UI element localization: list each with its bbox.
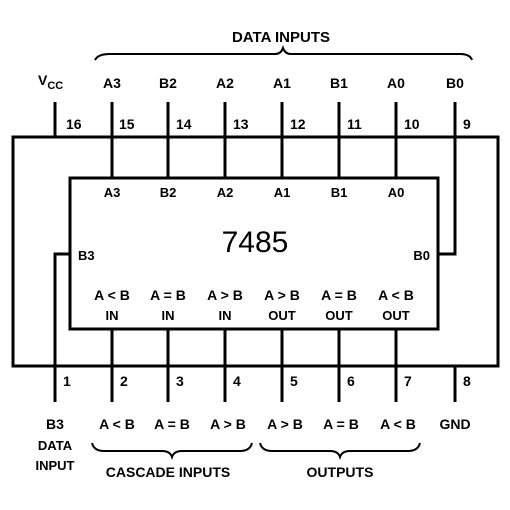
data-input-label-line1: DATA — [38, 438, 73, 453]
vcc-label: VCC — [38, 72, 63, 92]
bottom-label-agb-out: A > B — [267, 416, 303, 432]
chip-body — [68, 176, 440, 331]
pin-2-number: 2 — [120, 373, 128, 389]
bottom-label-aeb-out: A = B — [323, 416, 359, 432]
chip-label-dir-6: OUT — [382, 308, 410, 323]
cascade-inputs-label: CASCADE INPUTS — [106, 464, 230, 480]
chip-label-cmp-5: A = B — [321, 287, 357, 303]
chip-label-b1: B1 — [331, 185, 348, 200]
outputs-label: OUTPUTS — [307, 464, 374, 480]
chip-label-a0: A0 — [388, 185, 405, 200]
chip-label-cmp-1: A < B — [94, 287, 130, 303]
data-inputs-brace — [94, 44, 473, 61]
top-label-a3: A3 — [103, 75, 121, 91]
pin-13-number: 13 — [233, 116, 249, 132]
pin-6-number: 6 — [347, 373, 355, 389]
top-label-a1: A1 — [273, 75, 291, 91]
chip-label-cmp-4: A > B — [264, 287, 300, 303]
bottom-label-agb-in: A > B — [210, 416, 246, 432]
chip-label-a1: A1 — [274, 185, 291, 200]
pin-8-number: 8 — [463, 373, 471, 389]
part-number: 7485 — [222, 226, 289, 259]
pin-5-number: 5 — [290, 373, 298, 389]
chip-label-a2: A2 — [217, 185, 234, 200]
top-label-a0: A0 — [387, 75, 405, 91]
bottom-label-alb-out: A < B — [380, 416, 416, 432]
pin-1-number: 1 — [63, 373, 71, 389]
chip-label-dir-3: IN — [219, 308, 232, 323]
top-label-a2: A2 — [216, 75, 234, 91]
chip-label-b3: B3 — [78, 248, 95, 263]
chip-label-b2: B2 — [160, 185, 177, 200]
chip-label-dir-5: OUT — [325, 308, 353, 323]
pin-14-number: 14 — [176, 116, 192, 132]
cascade-inputs-brace — [91, 442, 253, 461]
pin-7-number: 7 — [404, 373, 412, 389]
top-label-b2: B2 — [159, 75, 177, 91]
package-outline — [11, 135, 500, 368]
data-inputs-title: DATA INPUTS — [232, 29, 330, 46]
pin-4-number: 4 — [233, 373, 241, 389]
bottom-label-aeb-in: A = B — [154, 416, 190, 432]
chip-label-dir-2: IN — [162, 308, 175, 323]
pin-16-number: 16 — [66, 116, 82, 132]
top-label-b0: B0 — [446, 75, 464, 91]
data-input-label-line2: INPUT — [36, 458, 75, 473]
chip-label-a3: A3 — [104, 185, 121, 200]
pin-3-number: 3 — [176, 373, 184, 389]
chip-label-dir-4: OUT — [268, 308, 296, 323]
pin-12-number: 12 — [290, 116, 306, 132]
chip-label-dir-1: IN — [106, 308, 119, 323]
pin-9-wire — [438, 137, 457, 256]
pin-1-wire — [53, 252, 70, 366]
pin-15-number: 15 — [119, 116, 135, 132]
chip-label-cmp-6: A < B — [378, 287, 414, 303]
pin-10-number: 10 — [404, 116, 420, 132]
bottom-label-alb-in: A < B — [99, 416, 135, 432]
top-label-b1: B1 — [330, 75, 348, 91]
outputs-brace — [259, 442, 421, 461]
pin-11-number: 11 — [347, 116, 362, 132]
chip-label-b0: B0 — [413, 248, 430, 263]
pin-9-number: 9 — [463, 116, 471, 132]
chip-label-cmp-2: A = B — [150, 287, 186, 303]
bottom-label-gnd: GND — [439, 416, 470, 432]
chip-label-cmp-3: A > B — [207, 287, 243, 303]
bottom-label-b3: B3 — [46, 416, 64, 432]
